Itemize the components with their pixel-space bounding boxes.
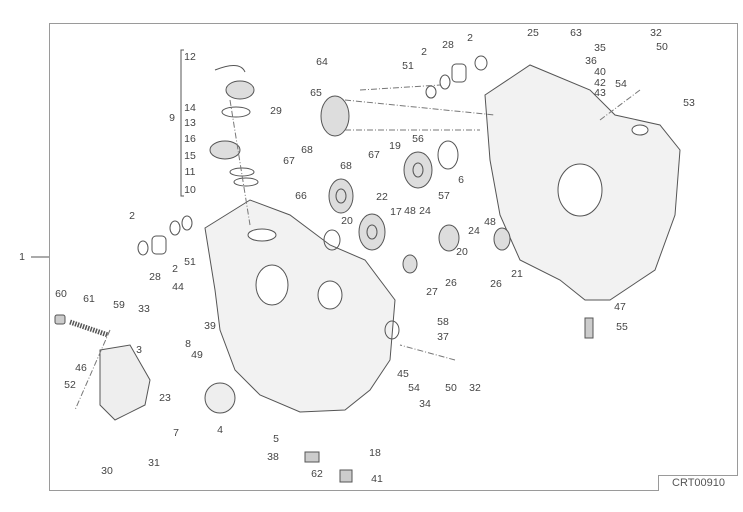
- callout-2: 2: [467, 31, 473, 44]
- spring: [69, 319, 109, 338]
- callout-51: 51: [184, 255, 196, 268]
- callout-40: 40: [594, 65, 606, 78]
- callout-42: 42: [594, 76, 606, 89]
- callout-6: 6: [458, 173, 464, 186]
- callout-15: 15: [184, 149, 196, 162]
- callout-66: 66: [295, 189, 307, 202]
- callout-58: 58: [437, 315, 449, 328]
- callout-61: 61: [83, 292, 95, 305]
- callout-46: 46: [75, 361, 87, 374]
- callout-23: 23: [159, 391, 171, 404]
- callout-4: 4: [217, 423, 223, 436]
- callout-47: 47: [614, 300, 626, 313]
- callout-60: 60: [55, 287, 67, 300]
- callout-63: 63: [570, 26, 582, 39]
- callout-13: 13: [184, 116, 196, 129]
- callout-9: 9: [169, 111, 175, 124]
- callout-50: 50: [445, 381, 457, 394]
- callout-56: 56: [412, 132, 424, 145]
- callout-44: 44: [172, 280, 184, 293]
- callout-64: 64: [316, 55, 328, 68]
- callout-26: 26: [445, 276, 457, 289]
- callout-17: 17: [390, 205, 402, 218]
- callout-53: 53: [683, 96, 695, 109]
- callout-67: 67: [283, 154, 295, 167]
- callout-52: 52: [64, 378, 76, 391]
- callout-68: 68: [340, 159, 352, 172]
- callout-2: 2: [172, 262, 178, 275]
- callout-33: 33: [138, 302, 150, 315]
- callout-48: 48: [484, 215, 496, 228]
- oil-pump-cover: [99, 344, 151, 421]
- callout-5: 5: [273, 432, 279, 445]
- callout-41: 41: [371, 472, 383, 485]
- callout-27: 27: [426, 285, 438, 298]
- callout-36: 36: [585, 54, 597, 67]
- thermostat-housing: [209, 140, 241, 160]
- callout-28: 28: [149, 270, 161, 283]
- callout-35: 35: [594, 41, 606, 54]
- callout-57: 57: [438, 189, 450, 202]
- callout-28: 28: [442, 38, 454, 51]
- callout-49: 49: [191, 348, 203, 361]
- callout-34: 34: [419, 397, 431, 410]
- callout-24: 24: [419, 204, 431, 217]
- callout-1: 1: [19, 250, 25, 263]
- callout-39: 39: [204, 319, 216, 332]
- callout-2: 2: [421, 45, 427, 58]
- callout-68: 68: [301, 143, 313, 156]
- callout-67: 67: [368, 148, 380, 161]
- callout-18: 18: [369, 446, 381, 459]
- callout-32: 32: [650, 26, 662, 39]
- callout-38: 38: [267, 450, 279, 463]
- callout-43: 43: [594, 86, 606, 99]
- callout-20: 20: [456, 245, 468, 258]
- diagram-frame: [49, 23, 738, 491]
- callout-3: 3: [136, 343, 142, 356]
- callout-25: 25: [527, 26, 539, 39]
- callout-55: 55: [616, 320, 628, 333]
- callout-11: 11: [184, 165, 196, 178]
- callout-59: 59: [113, 298, 125, 311]
- callout-19: 19: [389, 139, 401, 152]
- callout-65: 65: [310, 86, 322, 99]
- callout-8: 8: [185, 337, 191, 350]
- callout-29: 29: [270, 104, 282, 117]
- callout-62: 62: [311, 467, 323, 480]
- callout-50: 50: [656, 40, 668, 53]
- callout-16: 16: [184, 132, 196, 145]
- callout-2: 2: [129, 209, 135, 222]
- callout-54: 54: [408, 381, 420, 394]
- callout-14: 14: [184, 101, 196, 114]
- callout-30: 30: [101, 464, 113, 477]
- drawing-code: CRT00910: [658, 475, 738, 491]
- callout-31: 31: [148, 456, 160, 469]
- callout-54: 54: [615, 77, 627, 90]
- callout-22: 22: [376, 190, 388, 203]
- bracket-9: [180, 49, 184, 197]
- callout-10: 10: [184, 183, 196, 196]
- callout-21: 21: [511, 267, 523, 280]
- callout-26: 26: [490, 277, 502, 290]
- callout-12: 12: [184, 50, 196, 63]
- callout-32: 32: [469, 381, 481, 394]
- oil-pump-rotor: [204, 382, 236, 414]
- callout-48: 48: [404, 204, 416, 217]
- callout-45: 45: [397, 367, 409, 380]
- callout-51: 51: [402, 59, 414, 72]
- callout-37: 37: [437, 330, 449, 343]
- callout-24: 24: [468, 224, 480, 237]
- left-crankcase: [204, 199, 396, 413]
- callout-7: 7: [173, 426, 179, 439]
- callout-20: 20: [341, 214, 353, 227]
